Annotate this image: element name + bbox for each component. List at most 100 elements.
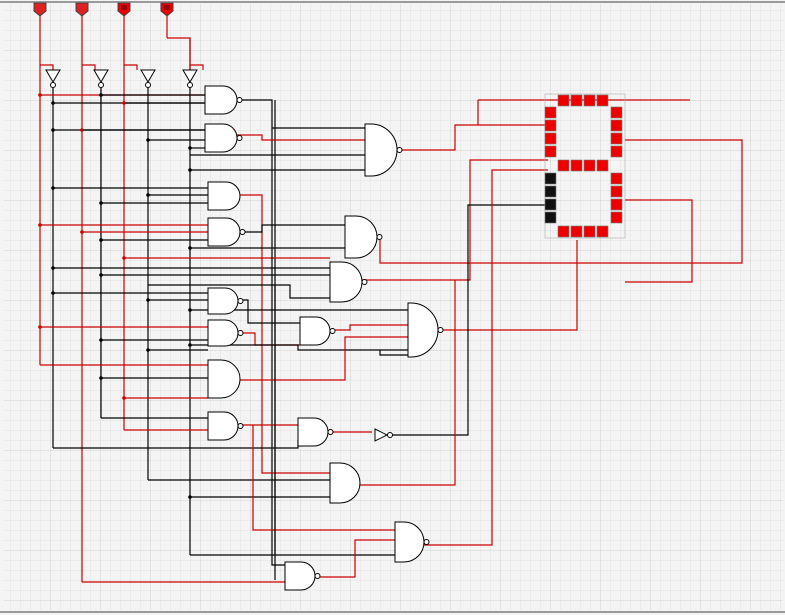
not-gate-out <box>374 428 393 442</box>
not-gate-d-bubble <box>187 82 193 88</box>
wire-54 <box>240 224 345 233</box>
gate-17-body <box>284 561 316 591</box>
gate-2 <box>204 123 243 153</box>
gate-15-body <box>329 462 361 504</box>
not-gate-out-body <box>374 428 389 442</box>
gates <box>45 69 444 591</box>
display-outline <box>544 93 626 239</box>
gate-8 <box>207 287 244 315</box>
junction-dot <box>146 348 150 352</box>
gate-6 <box>344 215 383 259</box>
segment-b-1 <box>610 119 623 132</box>
not-gate-a-body <box>45 69 61 83</box>
gate-5 <box>207 217 246 247</box>
gate-11-body <box>407 302 439 358</box>
gate-12 <box>207 359 241 399</box>
segment-b-0 <box>610 106 623 119</box>
junction-dot <box>99 201 103 205</box>
junction-dot <box>188 246 192 250</box>
junction-dot <box>80 128 84 132</box>
junction-dot <box>51 186 55 190</box>
wire-56 <box>379 139 743 264</box>
junction-dot <box>188 168 192 172</box>
wire-77 <box>625 199 693 283</box>
seven-segment-display[interactable] <box>544 93 626 239</box>
segment-f-2 <box>544 132 557 145</box>
segment-e-1 <box>544 185 557 198</box>
segment-b-2 <box>610 132 623 145</box>
not-gate-d <box>182 69 198 88</box>
input-c-indicator <box>121 5 127 10</box>
segment-g-0 <box>557 159 570 172</box>
not-gate-b-bubble <box>98 82 104 88</box>
not-gate-c <box>140 69 156 88</box>
junction-dot <box>146 193 150 197</box>
wire-65 <box>438 240 578 331</box>
gate-13-body <box>207 411 239 441</box>
segment-c-0 <box>610 172 623 185</box>
gate-17-bubble <box>314 573 321 579</box>
junction-dot <box>122 101 126 105</box>
gate-15 <box>329 462 361 504</box>
wire-63 <box>240 336 408 381</box>
input-c <box>117 2 131 17</box>
wire-61 <box>330 324 408 331</box>
not-gate-a <box>45 69 61 88</box>
wire-14 <box>190 64 204 70</box>
gate-4 <box>207 181 241 211</box>
wire-11 <box>40 64 54 70</box>
gate-2-bubble <box>236 135 243 141</box>
segment-d-0 <box>557 225 570 238</box>
junction-dot <box>38 325 42 329</box>
junction-dot <box>51 128 55 132</box>
wire-52 <box>397 124 548 151</box>
junction-dot <box>99 338 103 342</box>
junction-dot <box>99 376 103 380</box>
gate-11 <box>407 302 444 358</box>
input-a <box>33 2 47 17</box>
gate-5-body <box>207 217 241 247</box>
junction-dot <box>146 138 150 142</box>
gate-7-body <box>329 261 363 303</box>
segment-d-3 <box>596 225 609 238</box>
junction-dot <box>80 230 84 234</box>
segment-g-1 <box>570 159 583 172</box>
not-gate-d-body <box>182 69 198 83</box>
junction-dot <box>122 256 126 260</box>
wire-53 <box>240 194 330 474</box>
grid <box>4 4 783 610</box>
junction-dots <box>38 93 192 499</box>
gate-2-body <box>204 123 238 153</box>
wire-47 <box>238 99 285 566</box>
segment-c-2 <box>610 198 623 211</box>
input-b <box>75 2 89 17</box>
segment-g-2 <box>583 159 596 172</box>
segment-f-1 <box>544 119 557 132</box>
junction-dot <box>51 266 55 270</box>
input-a-body <box>33 2 47 17</box>
gate-10-body <box>299 316 331 346</box>
gate-9-bubble <box>237 330 244 336</box>
junction-dot <box>38 223 42 227</box>
segment-a-1 <box>570 94 583 107</box>
not-gate-b-body <box>93 69 109 83</box>
gate-1-body <box>204 85 238 115</box>
segment-a-2 <box>583 94 596 107</box>
gate-13 <box>207 411 244 441</box>
gate-9 <box>207 319 244 347</box>
not-gate-a-bubble <box>50 82 56 88</box>
gate-17 <box>284 561 321 591</box>
input-pins <box>33 2 174 17</box>
junction-dot <box>188 308 192 312</box>
gate-7 <box>329 261 368 303</box>
wire-48 <box>235 134 365 141</box>
wire-10 <box>167 37 191 72</box>
segment-e-2 <box>544 198 557 211</box>
wire-58 <box>362 159 548 281</box>
not-gate-c-bubble <box>145 82 151 88</box>
not-gate-b <box>93 69 109 88</box>
junction-dot <box>188 146 192 150</box>
wire-73 <box>424 169 548 546</box>
